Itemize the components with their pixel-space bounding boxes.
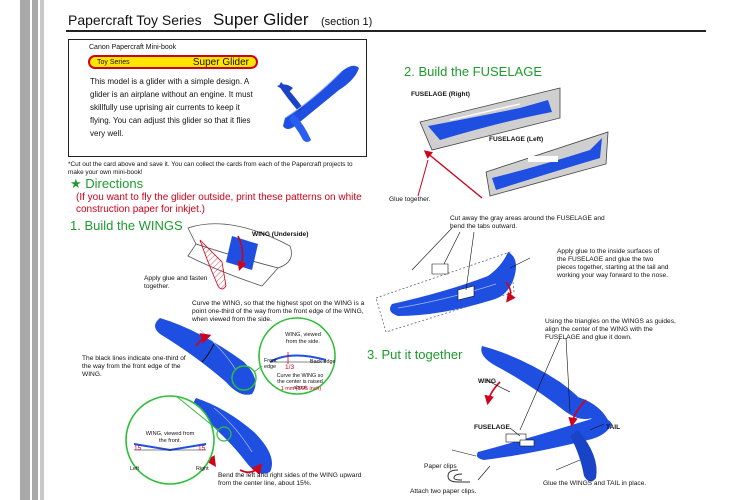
wing-raise-amount: 1 mm (1/25 inch): [280, 386, 322, 392]
star-icon: ★: [70, 176, 82, 191]
wing-bend-note: Bend the left and right sides of the WIN…: [218, 472, 362, 487]
fuselage-right-label: FUSELAGE (Right): [411, 91, 470, 98]
header-title: Super Glider: [213, 10, 309, 29]
assembly-wing-label: WING: [478, 378, 496, 385]
header-section: (section 1): [320, 16, 373, 28]
fuselage-glue-note: Glue together.: [389, 196, 431, 203]
assembly-paper-clips: Paper clips: [424, 463, 457, 470]
wing-side-view-label: WING, viewed from the side.: [285, 332, 321, 345]
directions-note: (If you want to fly the glider outside, …: [76, 192, 362, 215]
side-bar-dark: [20, 0, 30, 500]
wing-angle-right: 15: [198, 445, 206, 452]
pill-title: Super Glider: [192, 57, 249, 68]
step-1-heading: 1. Build the WINGS: [70, 218, 183, 233]
fuselage-left-diagram: [417, 131, 609, 199]
wing-one-third: 1/3: [285, 364, 295, 371]
fuselage-glue-inside-note: Apply glue to the inside surfaces of the…: [557, 248, 669, 279]
directions-heading: ★ Directions: [70, 176, 143, 192]
step-2-heading: 2. Build the FUSELAGE: [404, 64, 543, 79]
assembly-fuselage-label: FUSELAGE: [474, 424, 510, 431]
fuselage-right-diagram: [419, 87, 561, 151]
step-3-heading: 3. Put it together: [367, 347, 463, 362]
wing-black-lines-note: The black lines indicate one-third of th…: [82, 355, 186, 378]
assembly-attach-note: Attach two paper clips.: [410, 488, 477, 495]
wing-glue-note: Apply glue and fasten together.: [144, 275, 208, 290]
page-header: Papercraft Toy Series Super Glider (sect…: [68, 10, 372, 30]
wing-underside-diagram: [187, 223, 292, 290]
header-rule: [66, 30, 706, 32]
wing-front-edge: Front edge: [264, 358, 277, 370]
fuselage-assembled-diagram: [375, 227, 531, 333]
wing-underside-label: WING (Underside): [252, 231, 309, 238]
wing-front-view-label: WING, viewed from the front.: [145, 431, 195, 444]
wing-center-raise: Curve the WING so the center is raised a…: [276, 373, 324, 391]
wing-angle-left: 15: [134, 445, 142, 452]
side-bar-light: [40, 0, 44, 500]
assembly-glue-note: Glue the WINGS and TAIL in place.: [543, 480, 647, 487]
assembly-diagram: [447, 337, 612, 483]
wing-right-label: Right: [196, 466, 209, 472]
glider-illustration: [277, 65, 359, 142]
fuselage-left-label: FUSELAGE (Left): [489, 136, 544, 143]
header-series: Papercraft Toy Series: [68, 12, 202, 28]
wing-curve-diagram: [155, 317, 336, 395]
side-bar-mid: [32, 0, 38, 500]
wing-curve-note: Curve the WING, so that the highest spot…: [192, 300, 365, 323]
pill-series: Toy Series: [97, 59, 130, 66]
wing-back-edge: Back edge: [310, 359, 336, 365]
wing-left-label: Left: [130, 466, 139, 472]
wing-bend-diagram: [125, 395, 272, 485]
assembly-tail-label: TAIL: [606, 424, 621, 431]
mini-book-card: Canon Papercraft Mini-book Toy Series Su…: [68, 39, 367, 157]
cut-note: *Cut out the card above and save it. You…: [68, 161, 353, 176]
card-description: This model is a glider with a simple des…: [90, 77, 253, 138]
assembly-triangles-note: Using the triangles on the WINGS as guid…: [545, 318, 676, 341]
directions-title: Directions: [85, 176, 144, 191]
card-title-pill: Toy Series Super Glider: [88, 55, 258, 69]
card-book-label: Canon Papercraft Mini-book: [89, 44, 177, 51]
fuselage-cut-note: Cut away the gray areas around the FUSEL…: [450, 215, 605, 230]
